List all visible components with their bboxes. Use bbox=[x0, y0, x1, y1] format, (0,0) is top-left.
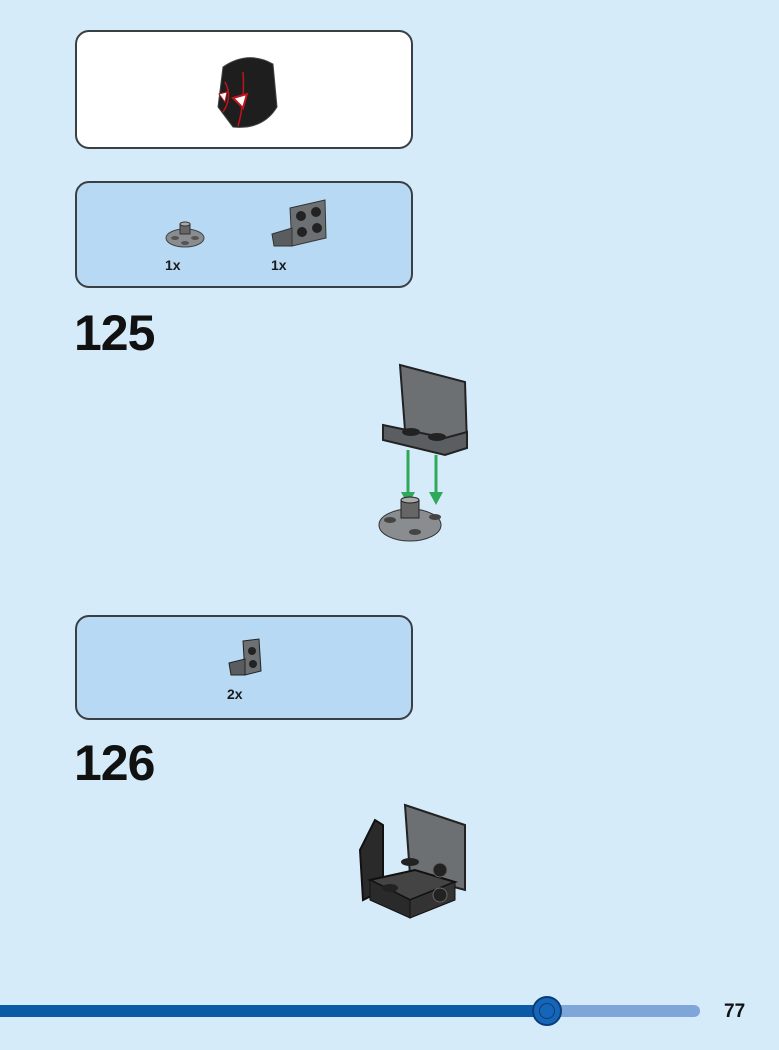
progress-fill bbox=[0, 1005, 546, 1017]
step-125-illustration bbox=[378, 363, 469, 542]
bracket-part bbox=[271, 199, 327, 247]
part-quantity: 1x bbox=[271, 257, 287, 273]
part-quantity: 2x bbox=[227, 686, 243, 702]
page-progress-slider[interactable] bbox=[0, 996, 700, 1026]
part-quantity: 1x bbox=[165, 257, 181, 273]
bracket-small-part bbox=[228, 638, 262, 676]
page-number: 77 bbox=[724, 1001, 746, 1022]
parts-list-step-125: 1x 1x bbox=[75, 181, 413, 288]
completed-model-panel bbox=[75, 30, 413, 149]
round-plate-part bbox=[165, 221, 205, 248]
progress-thumb[interactable] bbox=[532, 996, 562, 1026]
step-number: 126 bbox=[74, 735, 155, 791]
parts-list-step-126: 2x bbox=[75, 615, 413, 720]
spider-helmet-image bbox=[217, 57, 278, 128]
step-126-illustration bbox=[358, 803, 466, 919]
step-number: 125 bbox=[74, 305, 155, 361]
